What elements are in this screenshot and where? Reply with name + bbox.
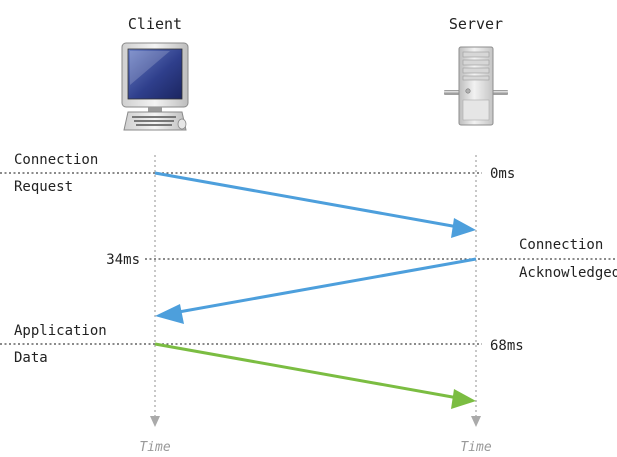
connection-acknowledged-event: Connection Acknowledged 34ms (106, 237, 617, 281)
connection-request-label-line2: Request (14, 179, 73, 195)
application-data-arrow (154, 342, 476, 409)
request-arrow (154, 171, 476, 238)
application-data-event: Application Data 68ms (0, 323, 524, 366)
server-tower-icon (444, 46, 508, 126)
connection-acknowledged-time: 34ms (106, 252, 140, 268)
desktop-computer-icon (121, 42, 189, 131)
application-data-label-line2: Data (14, 350, 48, 366)
connection-acknowledged-label-line1: Connection (519, 237, 603, 253)
connection-request-event: Connection Request 0ms (0, 152, 515, 195)
client-lifeline (150, 155, 160, 427)
server-lifeline (471, 155, 481, 427)
server-time-axis-label: Time (460, 440, 491, 455)
connection-acknowledged-label-line2: Acknowledged (519, 265, 617, 281)
connection-request-label-line1: Connection (14, 152, 98, 168)
connection-request-time: 0ms (490, 166, 515, 182)
application-data-label-line1: Application (14, 323, 107, 339)
server-title: Server (449, 15, 503, 33)
application-data-time: 68ms (490, 338, 524, 354)
client-time-axis-label: Time (139, 440, 170, 455)
acknowledge-arrow (155, 257, 477, 324)
client-title: Client (128, 15, 182, 33)
